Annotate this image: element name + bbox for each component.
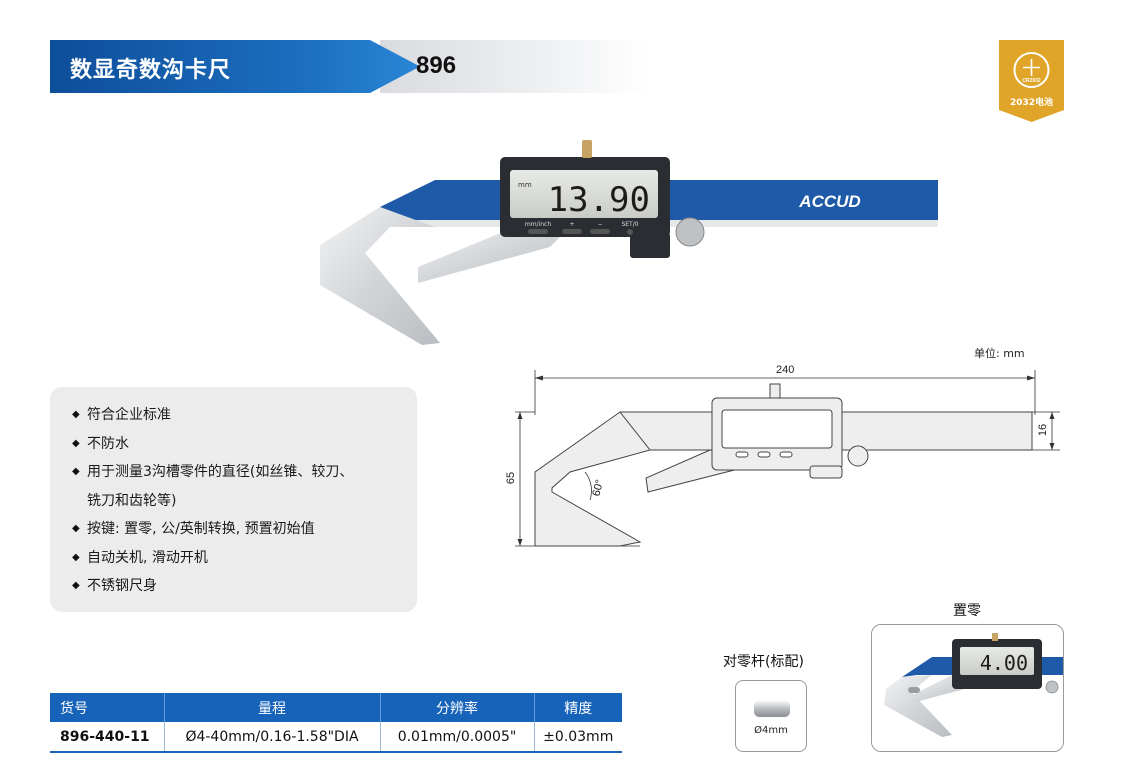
feature-item: ◆ 按键: 置零, 公/英制转换, 预置初始值 [72,515,417,544]
cell-range: Ø4-40mm/0.16-1.58"DIA [163,722,380,753]
feature-text: 符合企业标准 [87,407,171,423]
coin-cell-text: CR2032 [1022,78,1041,84]
header-range: 量程 [163,693,380,722]
feature-text: 不锈钢尺身 [87,578,157,594]
battery-badge-icon: CR2032 [999,40,1064,122]
unit-label: 单位: mm [974,347,1025,360]
bullet-icon: ◆ [72,580,80,591]
zero-rod-label: Ø4mm [754,725,788,736]
technical-drawing [515,370,1060,547]
dim-beam-height: 16 [1037,423,1050,437]
btn-label-2: − [597,221,602,228]
lcd-value: 13.90 [548,180,650,220]
bullet-icon: ◆ [72,523,80,534]
zero-rod-title: 对零杆(标配) [723,654,804,670]
spec-table: 货号 量程 分辨率 精度 896-440-11 Ø4-40mm/0.16-1.5… [50,693,622,753]
zero-setting-box: 4.00 [871,624,1064,752]
thumb-roller [675,217,705,247]
zero-setting-photo: 4.00 [884,633,1063,737]
battery-label: 2032电池 [1009,98,1054,108]
feature-item: ◆ 不锈钢尺身 [72,572,417,601]
header-accuracy: 精度 [533,693,622,722]
battery-badge: CR2032 2032电池 [999,40,1064,122]
table-row: 896-440-11 Ø4-40mm/0.16-1.58"DIA 0.01mm/… [50,722,622,753]
btn-label-1: + [569,221,574,228]
feature-item: ◆ 符合企业标准 [72,401,417,430]
title-banner: 数显奇数沟卡尺 896 [50,40,650,93]
drawing-fixed-jaw [534,411,651,547]
banner-grey-band [380,40,650,93]
dim-height: 65 [505,471,518,485]
header-part-no: 货号 [50,693,164,722]
feature-item: ◆ 自动关机, 滑动开机 [72,544,417,573]
bullet-icon: ◆ [72,466,80,477]
header-resolution: 分辨率 [379,693,534,722]
brand-logo: ACCUD [798,192,860,211]
fixed-jaw [320,207,440,345]
cell-resolution: 0.01mm/0.0005" [379,722,534,753]
feature-text: 自动关机, 滑动开机 [87,549,208,566]
zero-rod-icon [754,701,790,717]
bullet-icon: ◆ [72,409,80,420]
btn-label-0: mm/inch [525,221,551,228]
btn-label-3: SET/0 [621,221,638,228]
feature-item: ◆ 用于测量3沟槽零件的直径(如丝锥、较刀、 铣刀和齿轮等) [72,458,417,515]
cell-accuracy: ±0.03mm [533,722,622,753]
model-number: 896 [416,52,457,79]
zero-lcd-value: 4.00 [980,651,1028,675]
feature-item: ◆ 不防水 [72,430,417,459]
movable-jaw [418,227,570,283]
banner-blue-arrow [50,40,420,93]
dim-length: 240 [776,364,795,376]
features-panel: ◆ 符合企业标准 ◆ 不防水 ◆ 用于测量3沟槽零件的直径(如丝锥、较刀、 铣刀… [50,387,417,612]
spec-header-row: 货号 量程 分辨率 精度 [50,693,622,722]
bullet-icon: ◆ [72,437,80,449]
zero-setting-title: 置零 [953,603,981,619]
bullet-icon: ◆ [72,551,80,563]
zero-rod-box: Ø4mm [735,680,807,752]
feature-text: 不防水 [87,435,129,452]
product-photo: mm 13.90 mm/inch + − SET/0 ACCUD [320,140,938,345]
feature-text: 用于测量3沟槽零件的直径(如丝锥、较刀、 铣刀和齿轮等) [87,464,354,509]
lcd-screen [510,170,658,218]
lcd-unit: mm [518,181,532,189]
cell-part-no: 896-440-11 [50,722,164,753]
page-title: 数显奇数沟卡尺 [70,58,232,83]
feature-text: 按键: 置零, 公/英制转换, 预置初始值 [87,521,315,537]
